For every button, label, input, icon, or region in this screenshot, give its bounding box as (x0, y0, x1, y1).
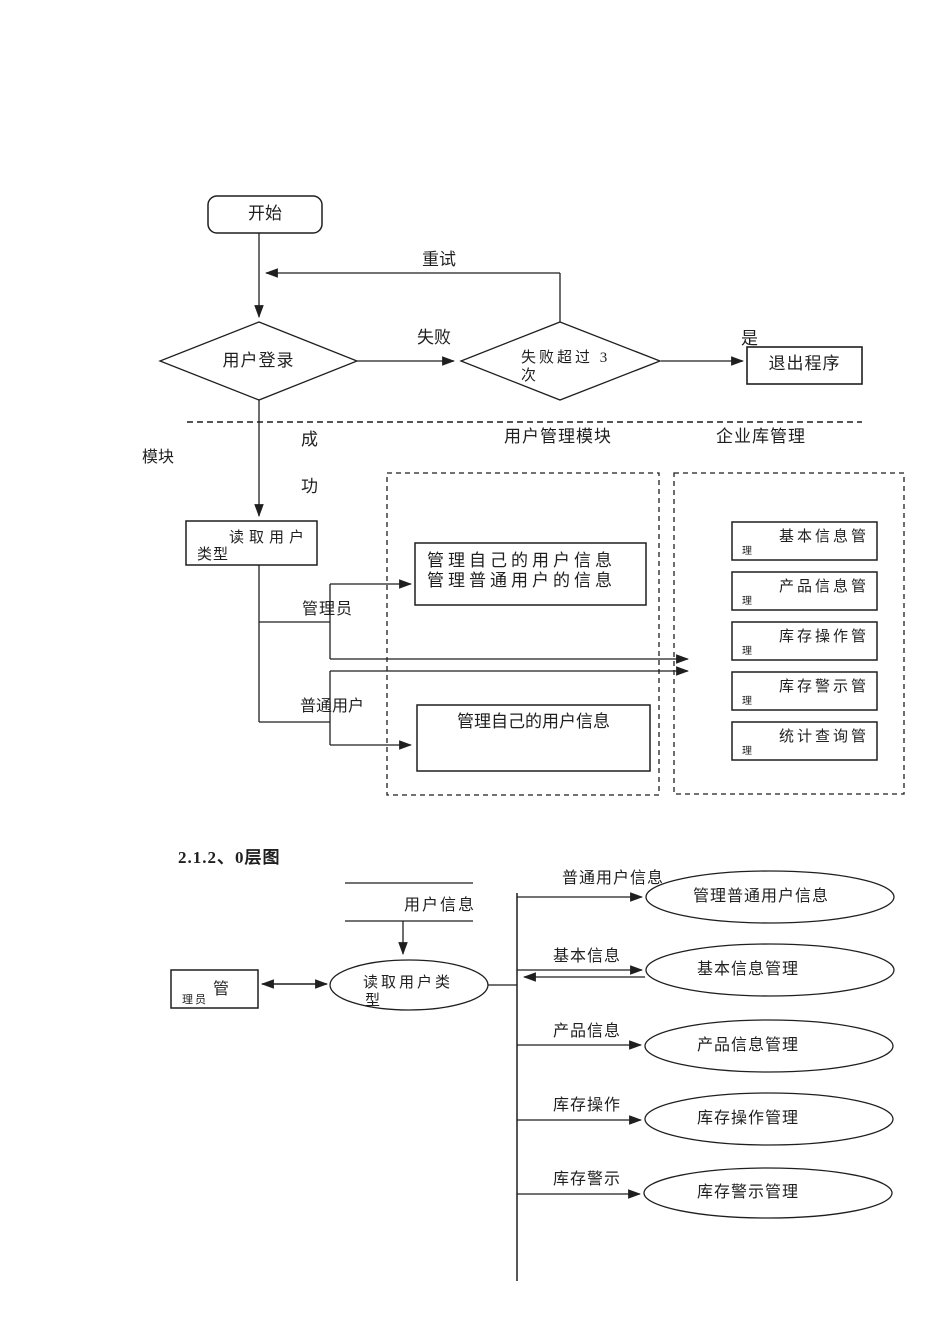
admin-box-label-line1: 管理自己的用户信息 (427, 551, 616, 570)
process-label-manage-normal-users: 管理普通用户信息 (692, 888, 829, 905)
process-manage-normal-users (645, 870, 895, 924)
module-basic-info-label: 基本信息管 (778, 529, 869, 545)
module-stock-ops-tail: 理 (742, 646, 752, 657)
exit-node (746, 346, 863, 385)
branch-label-product-info: 产品信息 (553, 1023, 622, 1040)
process-stock-alert-mgmt (643, 1167, 893, 1219)
module-product-info-label: 产品信息管 (778, 579, 869, 595)
branch-label-stock-ops: 库存操作 (553, 1097, 622, 1114)
process-label-basic-info-mgmt: 基本信息管理 (696, 961, 799, 978)
login-label: 用户登录 (222, 351, 295, 370)
module-box-product-info (731, 571, 878, 611)
read-usertype-label-line1: 读取用户 (229, 530, 310, 546)
read-usertype-node (185, 520, 318, 566)
module-box-stats-query (731, 721, 878, 761)
process-label-product-info-mgmt: 产品信息管理 (696, 1037, 799, 1054)
process-label-stock-ops-mgmt: 库存操作管理 (696, 1110, 799, 1127)
module-stats-query-label: 统计查询管 (778, 729, 869, 745)
yes-label: 是 (741, 329, 758, 348)
admin-box-label-line2: 管理普通用户的信息 (427, 571, 616, 590)
fail3-label-line1: 失败超过 3 (521, 350, 611, 366)
retry-label: 重试 (422, 250, 456, 269)
success-label-top: 成 (301, 430, 318, 449)
dfd-admin-entity-box (170, 969, 259, 1009)
module-basic-info-tail: 理 (742, 546, 752, 557)
dfd-admin-entity-label-box: 管 理员 (172, 971, 257, 1007)
module-box-stock-alert (731, 671, 878, 711)
module-stats-query-tail: 理 (742, 746, 752, 757)
admin-functions-box (414, 542, 647, 606)
enterprise-module-dashed-box (673, 472, 905, 795)
normaluser-functions-box (416, 704, 651, 772)
dfd-process0-label-line2: 型 (365, 993, 381, 1009)
process-stock-ops-mgmt (644, 1092, 894, 1146)
process-product-info-mgmt (644, 1019, 894, 1073)
lane-enterprise-label: 企业库管理 (716, 427, 806, 446)
section-title: 2.1.2、0层图 (178, 848, 281, 867)
module-box-basic-info (731, 521, 878, 561)
module-stock-alert-tail: 理 (742, 696, 752, 707)
user-module-dashed-box (386, 472, 660, 796)
module-left-label: 模块 (142, 449, 175, 466)
module-stock-ops-label: 库存操作管 (778, 629, 869, 645)
success-label-bottom: 功 (301, 477, 318, 496)
read-usertype-label-line2: 类型 (197, 547, 230, 563)
lane-user-mgmt-label: 用户管理模块 (504, 427, 612, 446)
exit-label: 退出程序 (768, 354, 841, 373)
fail-label: 失败 (417, 328, 451, 347)
process-basic-info-mgmt (645, 943, 895, 997)
module-box-stock-ops (731, 621, 878, 661)
module-stock-alert-label: 库存警示管 (778, 679, 869, 695)
fail3-label-line2: 次 (521, 368, 540, 384)
module-product-info-tail: 理 (742, 596, 752, 607)
datastore-label: 用户信息 (403, 897, 476, 914)
fail3-diamond (459, 321, 662, 401)
start-node (207, 195, 323, 234)
start-label: 开始 (248, 204, 282, 223)
branch-label-normal-userinfo: 普通用户信息 (562, 870, 665, 887)
dfd-admin-label-line2: 理员 (182, 994, 208, 1006)
dfd-process0-label-line1: 读取用户类 (363, 975, 454, 991)
dfd-admin-label-line1: 管 (213, 981, 230, 998)
admin-branch-label: 管理员 (302, 601, 354, 618)
normal-branch-label: 普通用户 (300, 698, 365, 715)
normaluser-box-label: 管理自己的用户信息 (457, 712, 610, 731)
branch-label-stock-alert: 库存警示 (553, 1171, 622, 1188)
login-diamond (158, 321, 359, 401)
branch-label-basic-info: 基本信息 (553, 948, 622, 965)
process-label-stock-alert-mgmt: 库存警示管理 (696, 1184, 799, 1201)
